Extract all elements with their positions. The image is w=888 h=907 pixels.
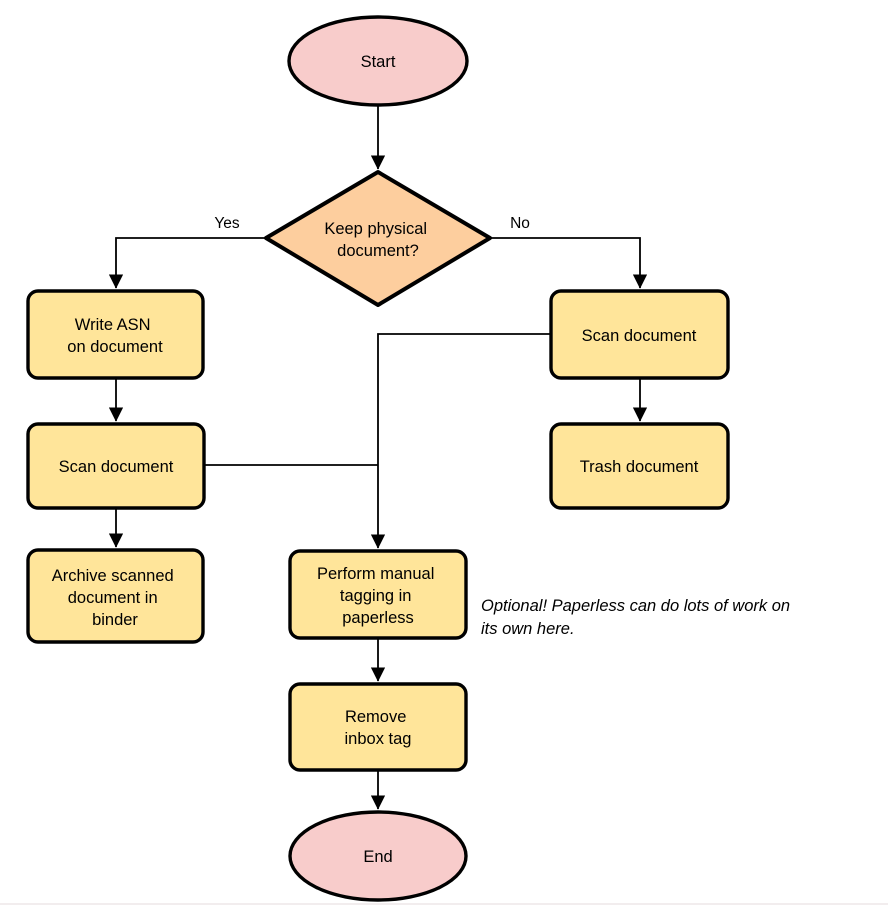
bottom-edge-divider bbox=[0, 903, 888, 905]
scan-left-box bbox=[26, 422, 206, 510]
perform-tagging-box bbox=[288, 549, 468, 640]
scan-right-label: Scan document bbox=[582, 327, 697, 345]
edge-decision-no bbox=[490, 237, 648, 289]
start-ellipse bbox=[287, 15, 469, 107]
remove-inbox-tag-box bbox=[288, 682, 468, 772]
start-label: Start bbox=[361, 53, 396, 71]
write-asn-box bbox=[26, 289, 205, 380]
archive-label: Archive scanned document in binder bbox=[52, 567, 179, 629]
optional-note: Optional! Paperless can do lots of work … bbox=[481, 597, 795, 638]
scan-right-box bbox=[549, 289, 730, 380]
label-yes: Yes bbox=[214, 215, 240, 232]
end-label: End bbox=[363, 848, 392, 866]
trash-label: Trash document bbox=[580, 458, 699, 476]
node-archive: Archive scanned document in binder bbox=[26, 548, 205, 644]
decision-diamond bbox=[264, 170, 492, 307]
node-write-asn: Write ASN on document bbox=[26, 289, 205, 380]
node-decision: Keep physical document? bbox=[264, 170, 492, 307]
node-scan-left: Scan document bbox=[26, 422, 206, 510]
edge-decision-yes bbox=[108, 237, 266, 289]
end-ellipse bbox=[288, 810, 468, 902]
label-no: No bbox=[510, 215, 530, 232]
trash-box bbox=[549, 422, 730, 510]
remove-inbox-tag-label: Remove inbox tag bbox=[345, 708, 412, 748]
perform-tagging-label: Perform manual tagging in paperless bbox=[317, 565, 439, 627]
edges bbox=[108, 105, 648, 810]
decision-label: Keep physical document? bbox=[324, 220, 431, 260]
archive-box bbox=[26, 548, 205, 644]
edge-scanright-to-perform bbox=[370, 333, 551, 549]
scan-left-label: Scan document bbox=[59, 458, 174, 476]
node-end: End bbox=[288, 810, 468, 902]
node-trash: Trash document bbox=[549, 422, 730, 510]
write-asn-label: Write ASN on document bbox=[67, 316, 163, 356]
node-scan-right: Scan document bbox=[549, 289, 730, 380]
node-remove-inbox-tag: Remove inbox tag bbox=[288, 682, 468, 772]
node-start: Start bbox=[287, 15, 469, 107]
node-perform-tagging: Perform manual tagging in paperless bbox=[288, 549, 468, 640]
